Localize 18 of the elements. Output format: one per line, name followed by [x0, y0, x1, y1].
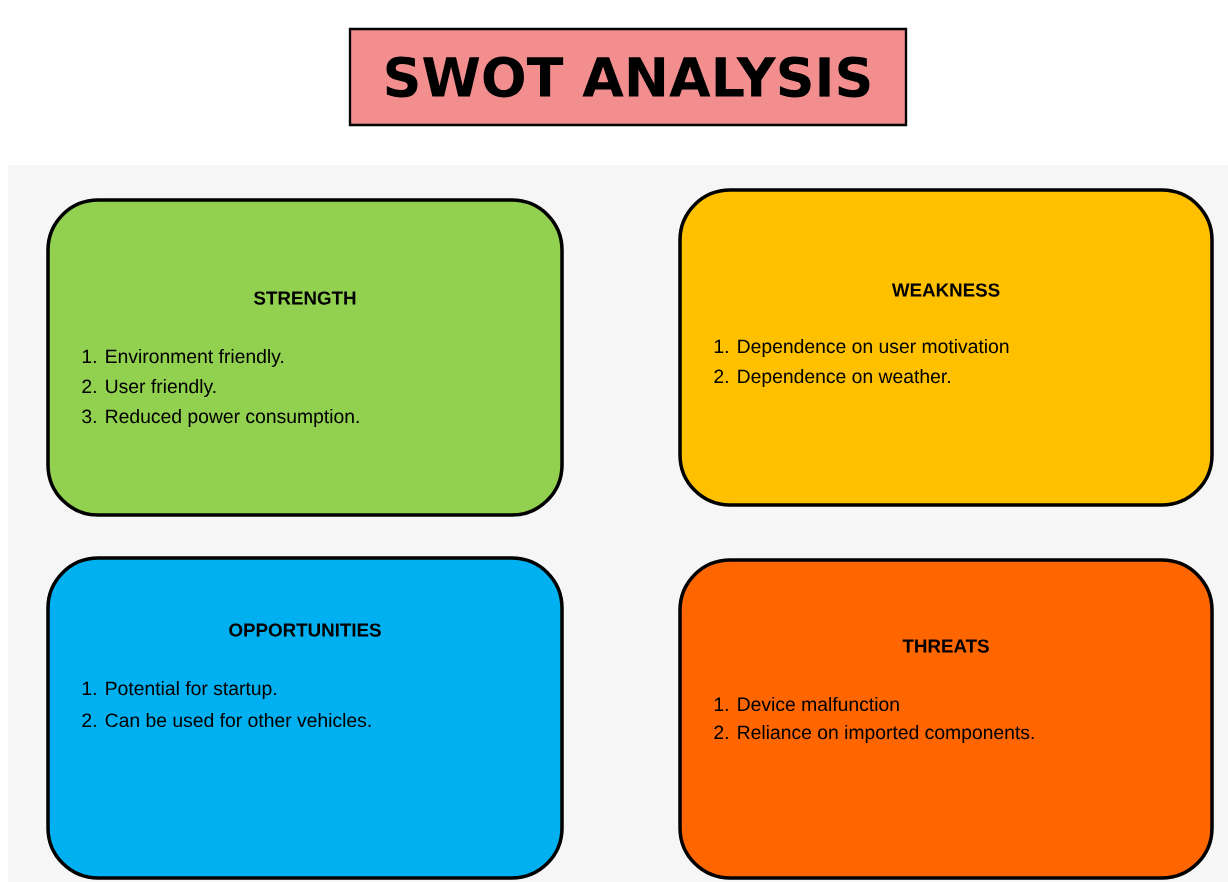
swot-box [678, 188, 1214, 507]
box-heading: OPPORTUNITIES [229, 623, 381, 637]
swot-box [678, 558, 1214, 880]
swot-box [46, 556, 564, 880]
box-heading: WEAKNESS [891, 283, 1000, 297]
box-heading: THREATS [902, 639, 989, 653]
list-item: 1. Potential for startup. [82, 681, 276, 699]
title-box: SWOT ANALYSIS [348, 27, 908, 127]
list-item: 2. Reliance on imported components. [714, 725, 1034, 743]
list-item: 1. Dependence on user motivation [714, 339, 1009, 357]
list-item: 3. Reduced power consumption. [82, 409, 359, 427]
list-item: 2. User friendly. [82, 379, 216, 397]
list-item: 2. Dependence on weather. [714, 369, 950, 387]
list-item: 2. Can be used for other vehicles. [82, 712, 371, 728]
list-item: 1. Environment friendly. [82, 349, 284, 367]
box-heading: STRENGTH [254, 291, 356, 305]
list-item: 1. Device malfunction [714, 696, 899, 712]
swot-box [46, 198, 564, 517]
